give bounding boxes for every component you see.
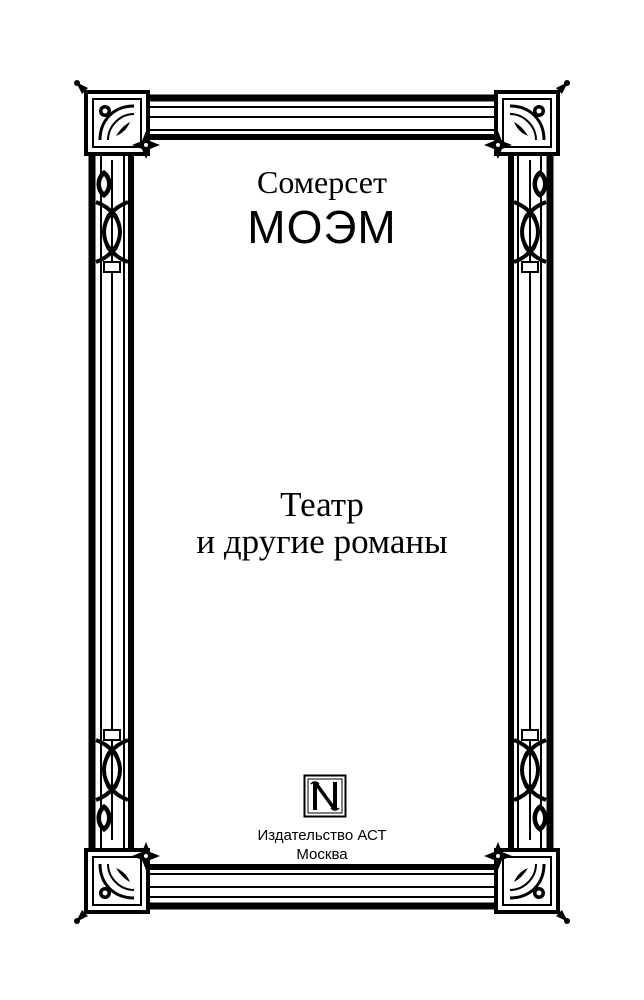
author-last-name: МОЭМ bbox=[247, 201, 397, 253]
author-first-name: Сомерсет bbox=[257, 164, 387, 200]
publisher-n-logo-icon bbox=[303, 774, 347, 818]
book-title-line-1: Театр bbox=[280, 485, 364, 524]
publisher-city: Москва bbox=[296, 846, 348, 863]
publisher-name: Издательство АСТ bbox=[257, 827, 387, 844]
book-title-line-2: и другие романы bbox=[196, 522, 448, 561]
